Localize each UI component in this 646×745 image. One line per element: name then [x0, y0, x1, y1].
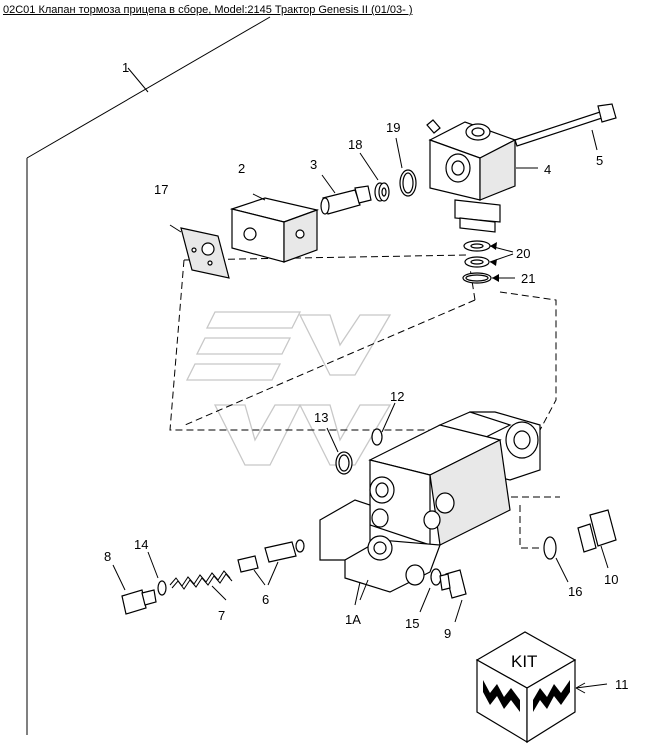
- plunger-part: [237, 539, 305, 586]
- callout-5: 5: [596, 153, 603, 168]
- callout-4: 4: [544, 162, 551, 177]
- seal-part: [359, 152, 390, 202]
- washer-part: [147, 551, 167, 596]
- piston-part: [320, 174, 372, 215]
- kit-box-icon: [475, 631, 608, 744]
- dashed-envelope: [169, 254, 560, 549]
- kit-label: KIT: [511, 652, 537, 671]
- callout-1: 1: [122, 60, 129, 75]
- washer-part: [463, 240, 514, 268]
- o-ring-part: [395, 137, 417, 197]
- callout-13: 13: [314, 410, 328, 425]
- assembly-frame: [26, 16, 271, 735]
- callout-6: 6: [262, 592, 269, 607]
- callout-17: 17: [154, 182, 168, 197]
- gasket-plate-part: [169, 224, 230, 279]
- plug-part: [577, 509, 617, 569]
- bolt-part: [514, 103, 617, 151]
- callout-18: 18: [348, 137, 362, 152]
- o-ring-part: [543, 536, 569, 583]
- housing-part: [426, 119, 538, 233]
- valve-block-part: [229, 193, 320, 263]
- callout-2: 2: [238, 161, 245, 176]
- watermark-logo: [185, 311, 392, 466]
- o-ring-part: [326, 427, 353, 475]
- page-title: 02C01 Клапан тормоза прицепа в сборе, Mo…: [3, 4, 413, 16]
- spring-part: [169, 570, 233, 601]
- callout-20: 20: [516, 246, 530, 261]
- callout-21: 21: [521, 271, 535, 286]
- plug-part: [112, 564, 157, 615]
- callout-1a: 1A: [345, 612, 361, 627]
- callout-12: 12: [390, 389, 404, 404]
- callout-3: 3: [310, 157, 317, 172]
- callout-10: 10: [604, 572, 618, 587]
- callout-14: 14: [134, 537, 148, 552]
- callout-19: 19: [386, 120, 400, 135]
- callout-7: 7: [218, 608, 225, 623]
- callout-8: 8: [104, 549, 111, 564]
- callout-15: 15: [405, 616, 419, 631]
- callout-16: 16: [568, 584, 582, 599]
- valve-body-part: [319, 411, 541, 601]
- callout-11: 11: [615, 677, 629, 692]
- plug-part: [439, 569, 467, 623]
- o-ring-part: [462, 272, 515, 284]
- o-ring-part: [371, 402, 396, 446]
- callout-9: 9: [444, 626, 451, 641]
